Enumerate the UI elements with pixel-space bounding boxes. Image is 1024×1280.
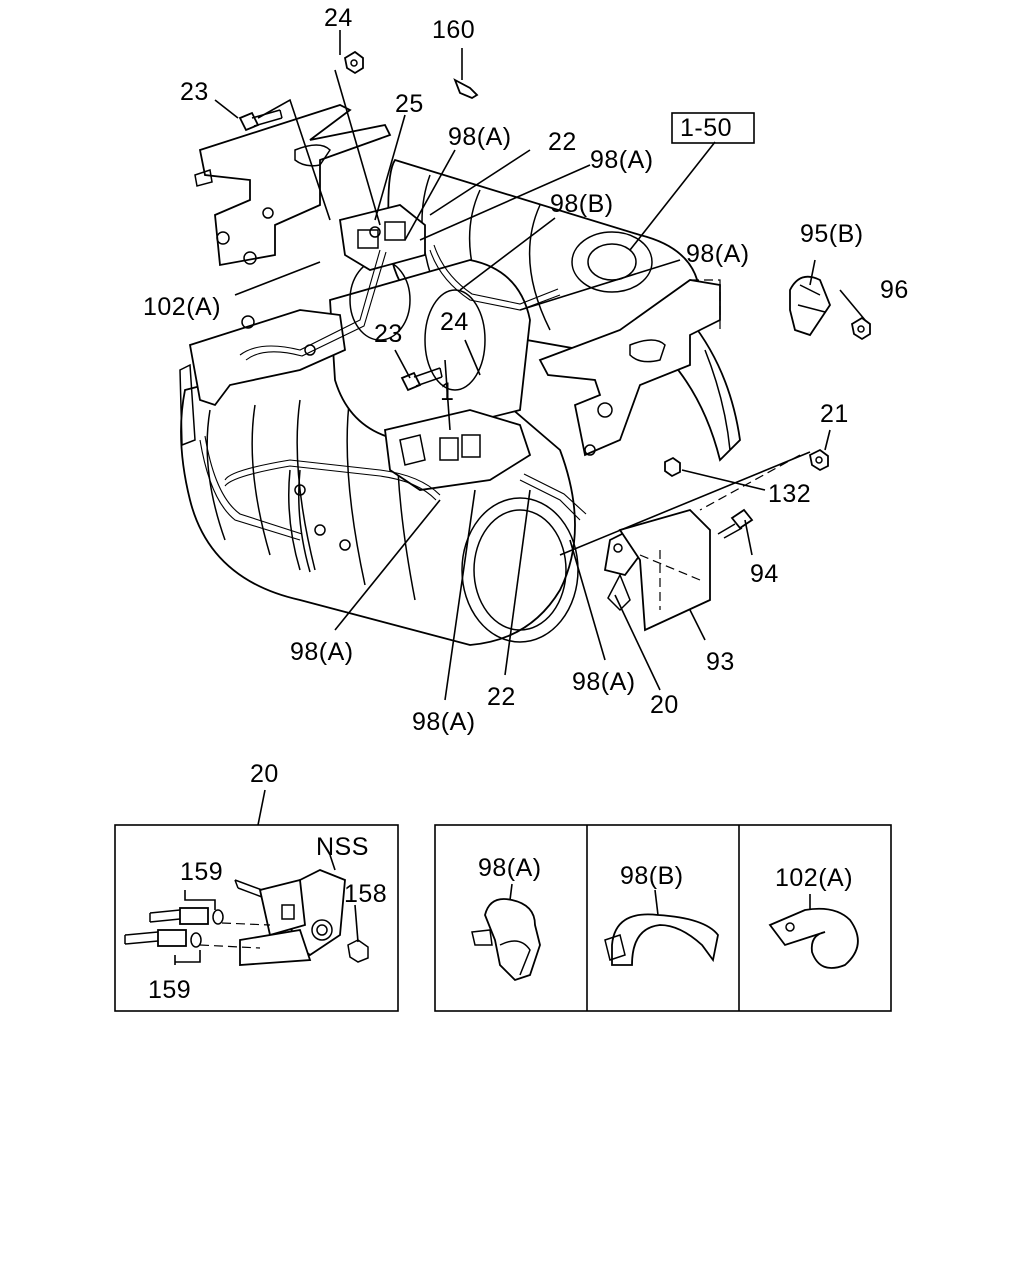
- leader-lines: [214, 30, 866, 701]
- clip-panel-102a: 102(A): [768, 864, 859, 969]
- label-159-top: 159: [180, 858, 223, 886]
- ref-box-1-50: [671, 112, 755, 144]
- bolt-94: [730, 508, 754, 530]
- fasteners: [238, 50, 871, 539]
- label-93: 93: [706, 648, 735, 676]
- label-98a-6: 98(A): [412, 708, 476, 736]
- label-102a-top: 102(A): [143, 293, 221, 321]
- label-22-top: 22: [548, 128, 577, 156]
- nut-21: [808, 448, 829, 472]
- detail-box-20: 20 NSS 158 159 159: [114, 760, 399, 1012]
- label-1: 1: [440, 378, 454, 406]
- detail-frame: [114, 824, 399, 1012]
- nut-132: [664, 456, 681, 478]
- nut-96: [850, 316, 871, 341]
- label-24-mid: 24: [440, 308, 469, 336]
- clip-label-98b: 98(B): [620, 862, 684, 890]
- clip-panel-98a: 98(A): [471, 854, 542, 982]
- sensor-block-lower: [384, 409, 532, 491]
- label-23-mid: 23: [374, 320, 403, 348]
- label-22-bot: 22: [487, 683, 516, 711]
- top-right-bracket: [538, 279, 721, 457]
- label-98a-5: 98(A): [572, 668, 636, 696]
- top-left-bracket: [194, 104, 392, 267]
- exhaust-assembly: [179, 50, 871, 646]
- nut-24-top: [343, 50, 364, 75]
- label-nss: NSS: [316, 833, 369, 861]
- clip-panel-frame: [434, 824, 892, 1012]
- label-24-top: 24: [324, 4, 353, 32]
- sensor-160: [453, 78, 479, 100]
- label-1-50: 1-50: [680, 114, 732, 142]
- label-96: 96: [880, 276, 909, 304]
- label-98a-3: 98(A): [686, 240, 750, 268]
- label-98a-4: 98(A): [290, 638, 354, 666]
- bracket-93: [618, 508, 711, 632]
- fittings-159: [124, 890, 271, 965]
- label-98b-top: 98(B): [550, 190, 614, 218]
- label-98a-2: 98(A): [590, 146, 654, 174]
- label-159-bot: 159: [148, 976, 191, 1004]
- sensor-tubing: [199, 244, 587, 541]
- bolt-23-top: [238, 111, 260, 132]
- label-25: 25: [395, 90, 424, 118]
- label-98a-1: 98(A): [448, 123, 512, 151]
- label-94: 94: [750, 560, 779, 588]
- label-158: 158: [344, 880, 387, 908]
- label-20-right: 20: [650, 691, 679, 719]
- label-95b: 95(B): [800, 220, 864, 248]
- label-132: 132: [768, 480, 811, 508]
- label-160: 160: [432, 16, 475, 44]
- clip-label-98a: 98(A): [478, 854, 542, 882]
- clip-95b: [789, 275, 832, 337]
- pressure-sensor-detail: [234, 854, 369, 966]
- clip-panels: 98(A) 98(B) 102(A): [434, 824, 892, 1012]
- label-21: 21: [820, 400, 849, 428]
- part-labels: 24 160 23 25 1-50 98(A) 22 98(A) 98(B) 9…: [143, 4, 909, 736]
- clip-label-102a: 102(A): [775, 864, 853, 892]
- clip-panel-98b: 98(B): [604, 862, 719, 966]
- middle-pipe: [329, 259, 531, 441]
- sensor-block-upper: [338, 204, 426, 271]
- mid-left-bracket: [179, 309, 346, 447]
- detail-title-20: 20: [250, 760, 279, 788]
- label-23-top: 23: [180, 78, 209, 106]
